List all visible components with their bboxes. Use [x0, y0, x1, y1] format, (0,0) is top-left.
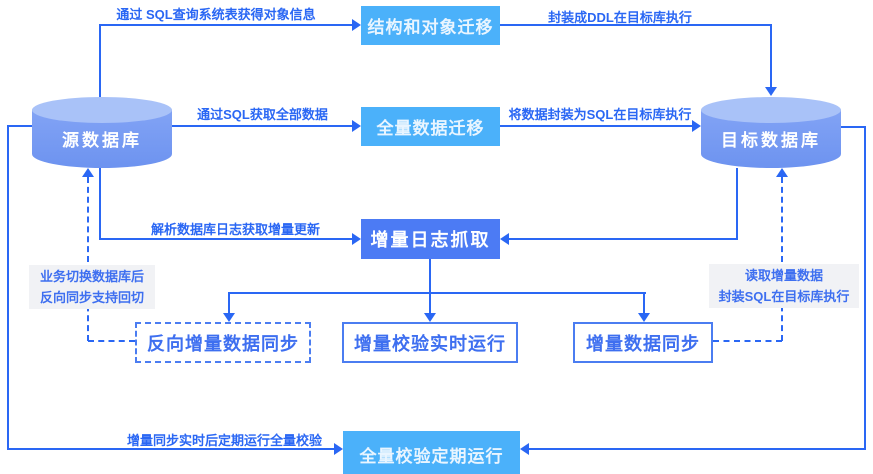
label-periodic-full-check: 增量同步实时后定期运行全量校验: [126, 433, 322, 448]
arrowhead-into-full-data-migration: [352, 120, 361, 132]
source-database-label: 源数据库: [62, 131, 142, 150]
edge-log-capture-down-stem: [429, 259, 431, 293]
edge-parse-log-horizontal: [99, 238, 353, 240]
note-read-incremental: 读取增量数据 封装SQL在目标库执行: [709, 264, 859, 308]
edge-bottom-left-horizontal: [7, 448, 334, 450]
incremental-check-realtime-node: 增量校验实时运行: [342, 322, 518, 363]
edge-reverse-dashed-horizontal: [88, 340, 135, 342]
source-database-cylinder-top: [32, 97, 172, 123]
edge-query-object-vertical: [99, 24, 101, 97]
arrowhead-into-structure-migration: [352, 19, 361, 31]
source-database-node: 源数据库: [32, 97, 172, 168]
edge-incsync-dashed-vertical: [781, 177, 783, 341]
edge-reverse-dashed-vertical: [87, 177, 89, 341]
edge-left-border-vertical: [7, 125, 9, 450]
edge-package-sql-horizontal: [500, 125, 693, 127]
arrowhead-into-target-db-left: [692, 120, 701, 132]
incremental-log-capture-node: 增量日志抓取: [361, 219, 500, 259]
edge-fanout-left-stub: [228, 292, 230, 313]
edge-query-object-horizontal: [99, 24, 353, 26]
full-check-periodic-node: 全量校验定期运行: [343, 431, 520, 474]
note-read-incremental-line2: 封装SQL在目标库执行: [718, 289, 850, 304]
edge-source-left-stub: [8, 125, 32, 127]
edge-fanout-right-stub: [643, 292, 645, 313]
arrowhead-into-incremental-check: [424, 313, 436, 322]
reverse-incremental-sync-node: 反向增量数据同步: [135, 322, 311, 363]
note-business-switchback-line2: 反向同步支持回切: [39, 290, 144, 305]
note-business-switchback-line1: 业务切换数据库后: [39, 268, 144, 284]
structure-object-migration-node: 结构和对象迁移: [361, 6, 500, 45]
edge-package-ddl-vertical: [770, 24, 772, 87]
edge-target-to-log-horizontal: [509, 238, 738, 240]
edge-fanout-horizontal: [228, 292, 646, 294]
arrowhead-into-target-db-bottom: [776, 168, 788, 177]
arrowhead-into-source-db-bottom: [82, 168, 94, 177]
edge-bottom-right-horizontal: [529, 448, 866, 450]
label-parse-log-incremental: 解析数据库日志获取增量更新: [150, 222, 320, 237]
arrowhead-into-target-db-top: [765, 87, 777, 96]
edge-fetch-all-horizontal: [172, 125, 353, 127]
target-database-node: 目标数据库: [701, 97, 841, 168]
edge-incsync-dashed-horizontal: [713, 340, 782, 342]
target-database-cylinder-top: [701, 97, 841, 123]
full-data-migration-node: 全量数据迁移: [361, 107, 500, 146]
edge-target-right-stub: [841, 126, 866, 128]
arrowhead-into-reverse-sync: [223, 313, 235, 322]
note-business-switchback: 业务切换数据库后 反向同步支持回切: [29, 265, 155, 309]
arrowhead-into-full-check-right: [520, 443, 529, 455]
edge-target-to-log-vertical: [736, 168, 738, 240]
label-package-sql-execute: 将数据封装为SQL在目标库执行: [508, 107, 692, 122]
label-query-object-info: 通过 SQL查询系统表获得对象信息: [116, 7, 316, 22]
edge-package-ddl-horizontal: [500, 24, 772, 26]
arrowhead-into-incremental-sync: [638, 313, 650, 322]
edge-fanout-middle-stub: [429, 292, 431, 313]
label-package-ddl-execute: 封装成DDL在目标库执行: [548, 10, 692, 25]
target-database-label: 目标数据库: [721, 131, 821, 150]
edge-right-border-vertical: [864, 126, 866, 450]
arrowhead-into-full-check-left: [334, 443, 343, 455]
edge-parse-log-vertical: [99, 168, 101, 240]
arrowhead-into-log-capture-right: [500, 233, 509, 245]
arrowhead-into-log-capture-left: [352, 233, 361, 245]
incremental-data-sync-node: 增量数据同步: [573, 322, 713, 363]
label-fetch-all-data: 通过SQL获取全部数据: [197, 107, 328, 122]
note-read-incremental-line1: 读取增量数据: [744, 267, 823, 283]
